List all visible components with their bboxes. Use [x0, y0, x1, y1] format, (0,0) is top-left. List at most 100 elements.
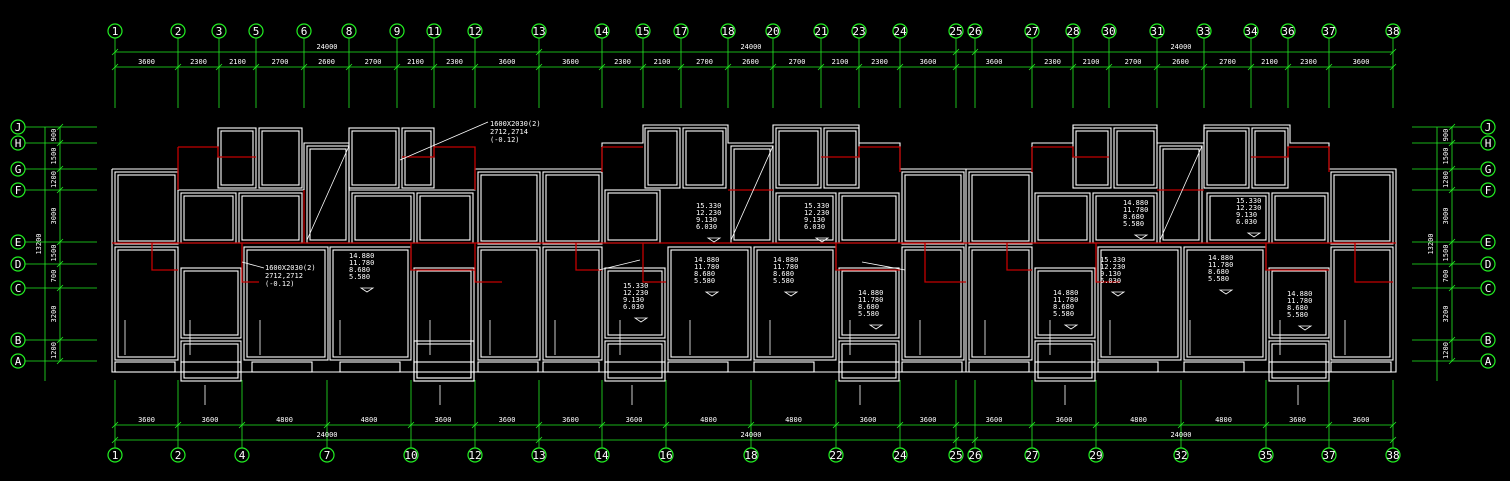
room-outline: [117, 174, 176, 242]
axis-bubble-circle: [967, 23, 983, 39]
side-dimension-total: 13200: [35, 233, 43, 254]
elevation-value: 9.130: [1236, 211, 1257, 219]
grid-axes: [25, 38, 1481, 448]
axis-bubble-bottom: 37: [1321, 447, 1337, 463]
room-outline: [1095, 195, 1155, 241]
axis-label: 18: [744, 449, 757, 462]
dimension-value: 4800: [276, 416, 293, 424]
axis-label: 25: [949, 25, 962, 38]
axis-bubble-right: H: [1480, 135, 1496, 151]
axis-bubble-circle: [1321, 447, 1337, 463]
dimension-value: 3600: [626, 416, 643, 424]
axis-bubble-top: 37: [1321, 23, 1337, 39]
elevation-value: 11.780: [1208, 261, 1233, 269]
elevation-value: 9.130: [623, 296, 644, 304]
dimension-value: 4800: [1215, 416, 1232, 424]
axis-label: 2: [175, 449, 182, 462]
dimension-value: 2300: [446, 58, 463, 66]
side-dimension-value: 1200: [1442, 171, 1450, 188]
elevation-value: 8.680: [773, 270, 794, 278]
room-outline: [667, 246, 752, 361]
room-outline: [480, 174, 538, 242]
dimension-value: 2700: [1125, 58, 1142, 66]
room-outline: [644, 127, 681, 189]
axis-bubble-circle: [1480, 161, 1496, 177]
balcony-outline: [180, 361, 242, 373]
dimension-value: 2600: [1172, 58, 1189, 66]
dimension-tick: [1448, 139, 1456, 147]
elevation-value: 6.030: [804, 223, 825, 231]
room-outline: [753, 246, 837, 361]
room-outline: [1274, 195, 1326, 241]
axis-label: 37: [1322, 449, 1335, 462]
elevation-value: 5.580: [1123, 220, 1144, 228]
dimension-tick: [677, 63, 685, 71]
axis-label: 8: [346, 25, 353, 38]
axis-bubble-right: A: [1480, 353, 1496, 369]
balcony-outline: [339, 361, 401, 373]
elevation-value: 15.330: [804, 202, 829, 210]
room-outline: [971, 249, 1030, 358]
room-outline: [1271, 270, 1327, 336]
axis-bubble-circle: [765, 23, 781, 39]
room-outline: [241, 195, 300, 241]
elevation-marker: [359, 287, 375, 293]
dimension-value: 2600: [318, 58, 335, 66]
elevation-marker: [706, 237, 722, 243]
room-outline: [477, 171, 541, 245]
axis-bubble-circle: [813, 23, 829, 39]
room-outline: [607, 343, 663, 379]
elevation-marker: [1246, 232, 1262, 238]
dimension-value: 3600: [499, 58, 516, 66]
partition-line: [474, 243, 502, 283]
room-outline: [1268, 267, 1330, 339]
elevation-value: 14.880: [1053, 289, 1078, 297]
room-outline: [826, 130, 857, 186]
dimension-tick: [1448, 238, 1456, 246]
room-outline: [180, 340, 242, 382]
axis-bubble-circle: [1024, 23, 1040, 39]
side-dimension-value: 1500: [1442, 245, 1450, 262]
elevation-marker: [704, 291, 720, 297]
axis-bubble-left: G: [10, 161, 26, 177]
elevation-marker: [1110, 291, 1126, 297]
elevation-marker: [814, 237, 830, 243]
axis-bubble-circle: [1196, 23, 1212, 39]
dimension-value: 2600: [742, 58, 759, 66]
dimension-tick: [430, 63, 438, 71]
axis-label: E: [1485, 236, 1492, 249]
room-outline: [1206, 130, 1247, 186]
axis-label: 29: [1089, 449, 1102, 462]
axis-bubble-top: 15: [635, 23, 651, 39]
axis-label: 28: [1066, 25, 1079, 38]
axis-bubble-circle: [467, 447, 483, 463]
room-outline: [841, 270, 897, 336]
side-dimension-value: 3000: [50, 208, 58, 225]
axis-label: G: [15, 163, 22, 176]
room-outline: [838, 267, 900, 339]
room-outline: [1333, 249, 1391, 358]
elevation-value: 8.680: [349, 266, 370, 274]
room-outline: [756, 249, 834, 358]
partition-line: [1329, 242, 1393, 283]
elevation-value: 5.580: [694, 277, 715, 285]
dimension-value: 3600: [920, 58, 937, 66]
room-outline: [1072, 127, 1112, 189]
axis-bubble-circle: [248, 23, 264, 39]
axis-label: 15: [636, 25, 649, 38]
axis-bubble-circle: [1480, 182, 1496, 198]
dimension-tick: [1389, 436, 1397, 444]
dimension-tick: [471, 421, 479, 429]
room-outline: [841, 195, 897, 241]
axis-bubble-left: D: [10, 256, 26, 272]
axis-label: 38: [1386, 25, 1399, 38]
room-outline: [604, 189, 661, 244]
dimension-tick: [238, 421, 246, 429]
axis-label: 35: [1259, 449, 1272, 462]
axis-bubble-bottom: 7: [319, 447, 335, 463]
dimension-tick: [1389, 48, 1397, 56]
axis-bubble-top: 26: [967, 23, 983, 39]
room-outline: [1100, 249, 1179, 358]
axis-label: 14: [595, 449, 609, 462]
